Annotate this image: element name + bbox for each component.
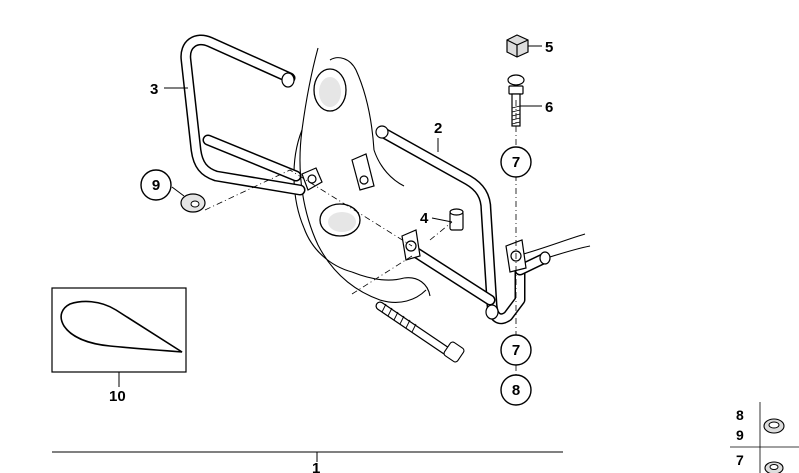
- washer-left: [180, 193, 206, 213]
- callout-4: 4: [420, 210, 429, 227]
- frame-holes: [313, 68, 361, 237]
- callout-circle-9: 9: [140, 169, 172, 201]
- legend-nut-icon: [764, 461, 784, 473]
- svg-text:7: 7: [512, 154, 520, 171]
- svg-text:8: 8: [512, 382, 520, 399]
- protection-pad: [60, 300, 183, 353]
- callout-10: 10: [109, 388, 126, 405]
- crash-bar-left: [180, 34, 306, 196]
- legend-8: 8: [736, 407, 744, 423]
- callout-circle-7-top: 7: [500, 146, 532, 178]
- inset-box: [51, 287, 187, 373]
- assembly-lines: [204, 100, 517, 375]
- legend-washer-icon: [763, 418, 785, 434]
- callout-1: 1: [312, 460, 320, 473]
- spacer-sleeve: [449, 208, 464, 231]
- callout-3: 3: [150, 81, 158, 98]
- crash-bar-right: [375, 125, 551, 325]
- washer-top: [507, 74, 525, 86]
- callout-5: 5: [545, 39, 553, 56]
- frame-outline: [293, 47, 591, 303]
- hex-nut: [506, 34, 529, 58]
- callout-circle-8: 8: [500, 374, 532, 406]
- legend-9: 9: [736, 427, 744, 443]
- callout-6: 6: [545, 99, 553, 116]
- svg-text:7: 7: [512, 342, 520, 359]
- legend: 8 9 7: [730, 402, 799, 473]
- svg-text:9: 9: [152, 177, 160, 194]
- leader-lines: [118, 45, 542, 462]
- callout-2: 2: [434, 120, 442, 137]
- legend-7: 7: [736, 452, 744, 468]
- callout-circle-7-bottom: 7: [500, 334, 532, 366]
- long-bolt: [375, 301, 465, 363]
